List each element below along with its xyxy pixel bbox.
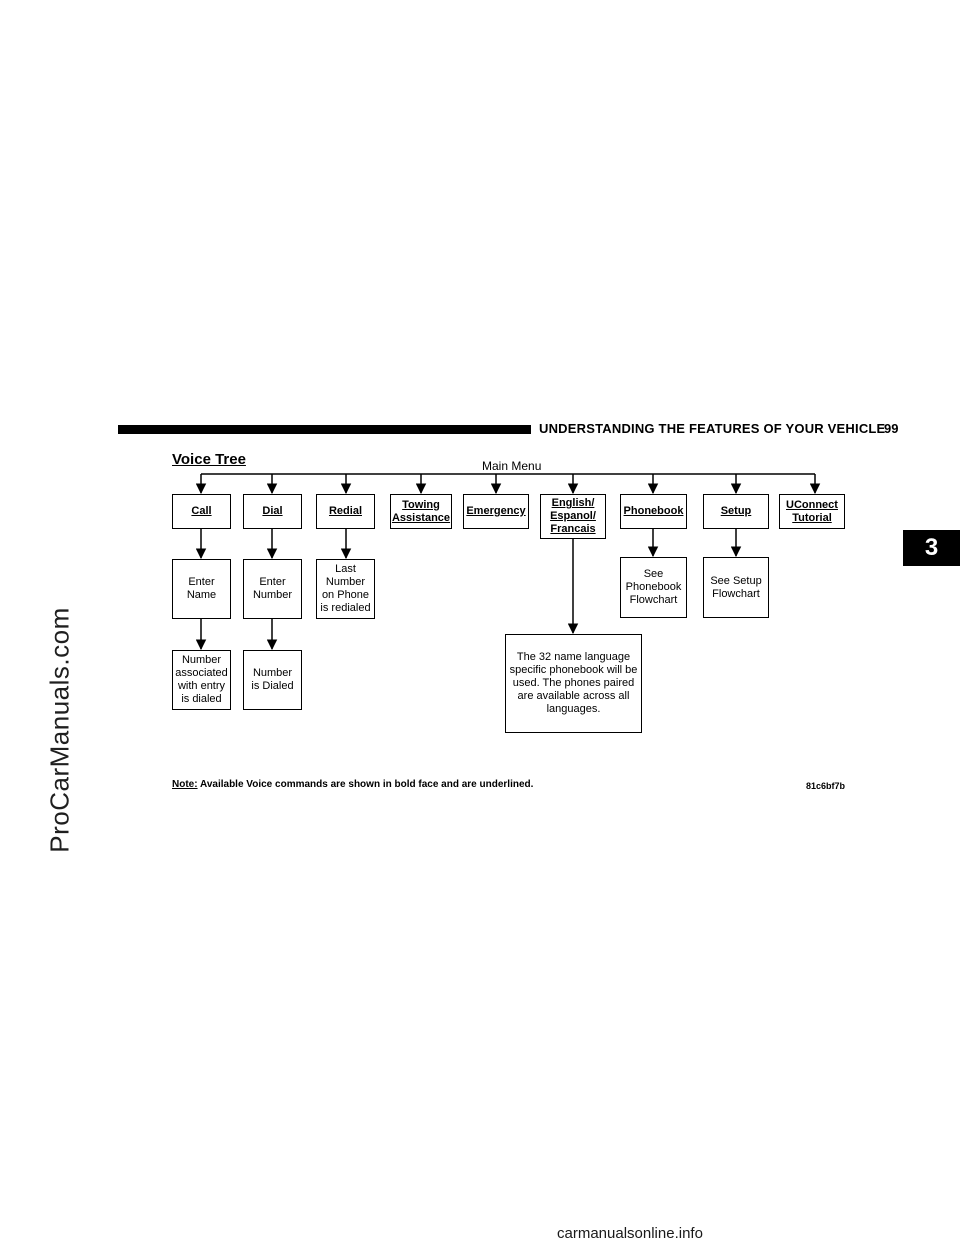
note-label: Note: — [172, 779, 198, 790]
phonebook-flowchart-box: See Phonebook Flowchart — [620, 557, 687, 618]
header-title: UNDERSTANDING THE FEATURES OF YOUR VEHIC… — [539, 421, 886, 436]
dial-number-dialed-box: Number is Dialed — [243, 650, 302, 710]
section-title: Voice Tree — [172, 451, 246, 468]
image-code: 81c6bf7b — [806, 781, 846, 791]
note: Note: Available Voice commands are shown… — [172, 779, 533, 790]
side-watermark: ProCarManuals.com — [44, 607, 75, 853]
command-towing-assistance: Towing Assistance — [390, 494, 452, 529]
command-uconnect-tutorial: UConnect Tutorial — [779, 494, 845, 529]
command-redial: Redial — [316, 494, 375, 529]
page-number: 99 — [884, 421, 899, 436]
language-phonebook-box: The 32 name language specific phonebook … — [505, 634, 642, 733]
command-phonebook: Phonebook — [620, 494, 687, 529]
command-language: English/ Espanol/ Francais — [540, 494, 606, 539]
note-text: Available Voice commands are shown in bo… — [199, 779, 534, 790]
dial-enter-number-box: Enter Number — [243, 559, 302, 619]
command-setup: Setup — [703, 494, 769, 529]
main-menu-label: Main Menu — [482, 459, 542, 473]
bottom-watermark: carmanualsonline.info — [557, 1225, 703, 1242]
chapter-tab: 3 — [903, 530, 960, 566]
redial-last-number-box: Last Number on Phone is redialed — [316, 559, 375, 619]
header-rule — [118, 425, 531, 434]
call-number-dialed-box: Number associated with entry is dialed — [172, 650, 231, 710]
command-call: Call — [172, 494, 231, 529]
command-dial: Dial — [243, 494, 302, 529]
command-emergency: Emergency — [463, 494, 529, 529]
call-enter-name-box: Enter Name — [172, 559, 231, 619]
setup-flowchart-box: See Setup Flowchart — [703, 557, 769, 618]
